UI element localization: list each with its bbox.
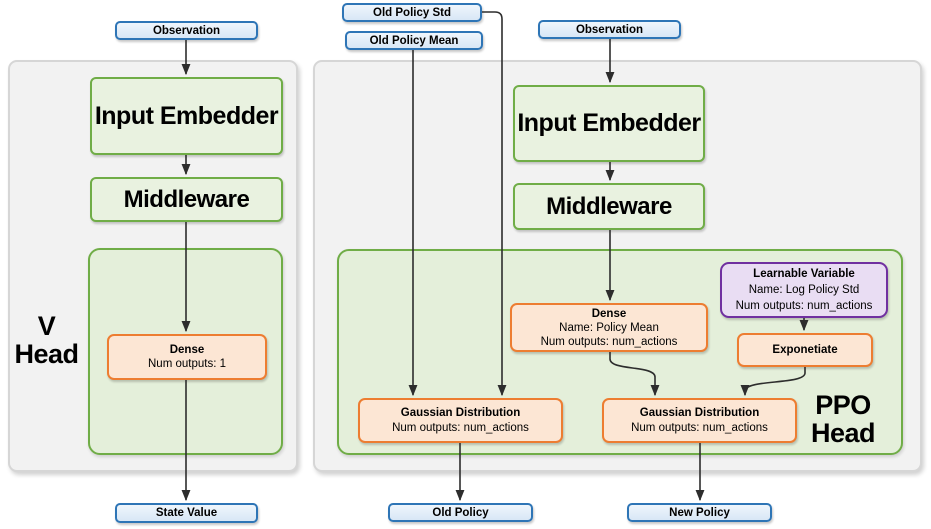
learnable-variable-num-outputs: Num outputs: num_actions [735,300,873,312]
v-dense-title: Dense [169,343,205,356]
ppo-observation-box: Observation [538,20,681,39]
v-dense-num-outputs: Num outputs: 1 [148,358,226,370]
gaussian-old-title: Gaussian Distribution [400,407,521,419]
ppo-middleware-box: Middleware [513,183,705,230]
gaussian-new-title: Gaussian Distribution [639,407,760,419]
gaussian-old-num-outputs: Num outputs: num_actions [392,421,529,434]
old-policy-std-box: Old Policy Std [342,3,482,22]
learnable-variable-title: Learnable Variable [753,268,855,280]
exponetiate-box: Exponetiate [737,333,873,367]
learnable-variable-box: Learnable Variable Name: Log Policy Std … [720,262,888,318]
ppo-dense-box: Dense Name: Policy Mean Num outputs: num… [510,303,708,352]
state-value-box: State Value [115,503,258,523]
new-policy-output-box: New Policy [627,503,772,522]
old-policy-output-box: Old Policy [388,503,533,522]
gaussian-distribution-old-box: Gaussian Distribution Num outputs: num_a… [358,398,563,443]
v-observation-box: Observation [115,21,258,40]
v-dense-box: Dense Num outputs: 1 [107,334,267,380]
gaussian-new-num-outputs: Num outputs: num_actions [631,421,768,434]
old-policy-mean-box: Old Policy Mean [345,31,483,50]
v-head-label-line2: Head [14,339,79,369]
ppo-head-label-line1: PPO [815,390,871,420]
exponetiate-label: Exponetiate [772,343,838,356]
v-head-label: V Head [5,312,88,368]
v-head-label-line1: V [37,311,56,341]
v-input-embedder-box: Input Embedder [90,77,283,155]
ppo-head-label: PPO Head [783,391,903,447]
ppo-head-label-line2: Head [810,418,876,448]
v-middleware-box: Middleware [90,177,283,222]
gaussian-distribution-new-box: Gaussian Distribution Num outputs: num_a… [602,398,797,443]
ppo-input-embedder-box: Input Embedder [513,85,705,162]
ppo-dense-name: Name: Policy Mean [559,321,659,334]
ppo-dense-title: Dense [591,307,627,320]
ppo-dense-num-outputs: Num outputs: num_actions [540,335,678,348]
learnable-variable-name: Name: Log Policy Std [748,284,860,296]
